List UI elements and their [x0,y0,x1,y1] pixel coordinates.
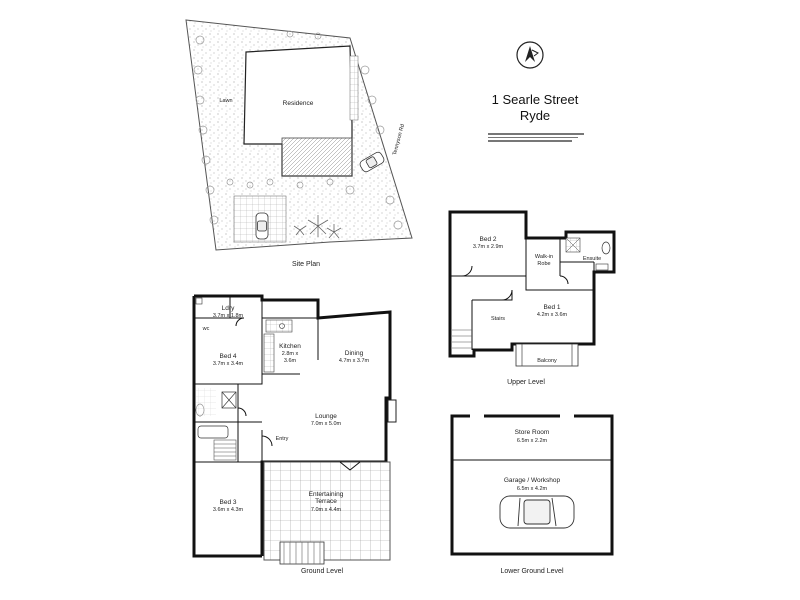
bed4-label: Bed 4 [220,353,237,360]
upper-level-plan: Bed 2 3.7m x 2.9m Walk-in Robe Ensuite B… [448,210,616,386]
address-line-2: Ryde [519,108,551,123]
site-plan-caption: Site Plan [292,261,320,268]
wc-label: wc [202,326,210,332]
upper-level-caption: Upper Level [507,379,545,386]
lounge-label: Lounge [315,413,337,420]
lounge-dims: 7.0m x 5.0m [311,421,342,427]
dining-label: Dining [345,350,364,357]
store-room-label: Store Room [515,429,550,436]
walkin-label-2: Robe [537,261,550,267]
lower-ground-level-plan: Store Room 6.5m x 2.2m Garage / Workshop… [450,414,614,575]
site-plan: Residence Lawn Tennyson Rd Site Plan [185,19,413,268]
street-label: Tennyson Rd [392,123,406,156]
lower-ground-level-caption: Lower Ground Level [500,568,563,575]
walkin-label: Walk-in [535,254,553,260]
laundry-dims: 3.7m x 1.8m [213,313,244,319]
site-residence-label: Residence [283,100,314,107]
ground-level-caption: Ground Level [301,568,343,575]
kitchen-dims-2: 3.6m [284,358,297,364]
site-lawn-label: Lawn [219,98,232,104]
ensuite-label: Ensuite [583,256,601,262]
garage-label: Garage / Workshop [504,477,561,484]
dining-dims: 4.7m x 3.7m [339,358,370,364]
terrace-dims: 7.0m x 4.4m [311,507,342,513]
terrace-label: Entertaining [309,491,344,498]
garage-dims: 6.5m x 4.2m [517,486,548,492]
balcony-label: Balcony [537,358,557,364]
bed1-label: Bed 1 [544,304,561,311]
address-line-1: 1 Searle Street [491,92,579,107]
entry-label: Entry [276,436,289,442]
kitchen-dims-1: 2.8m x [282,351,299,357]
store-room-dims: 6.5m x 2.2m [517,438,548,444]
bed3-label: Bed 3 [220,499,237,506]
terrace-label-2: Terrace [315,498,337,505]
bed2-label: Bed 2 [480,236,497,243]
north-arrow-icon [516,41,544,69]
bed1-dims: 4.2m x 3.6m [537,312,568,318]
ground-level-plan: Ldry 3.7m x 1.8m wc Kitchen 2.8m x 3.6m … [192,294,397,575]
laundry-label: Ldry [222,305,235,312]
stairs-label: Stairs [491,316,505,322]
bed4-dims: 3.7m x 3.4m [213,361,244,367]
bed3-dims: 3.6m x 4.3m [213,507,244,513]
fine-print-disclaimer [488,133,584,145]
address-title: 1 Searle Street Ryde [470,92,600,124]
bed2-dims: 3.7m x 2.9m [473,244,504,250]
kitchen-label: Kitchen [279,343,301,350]
